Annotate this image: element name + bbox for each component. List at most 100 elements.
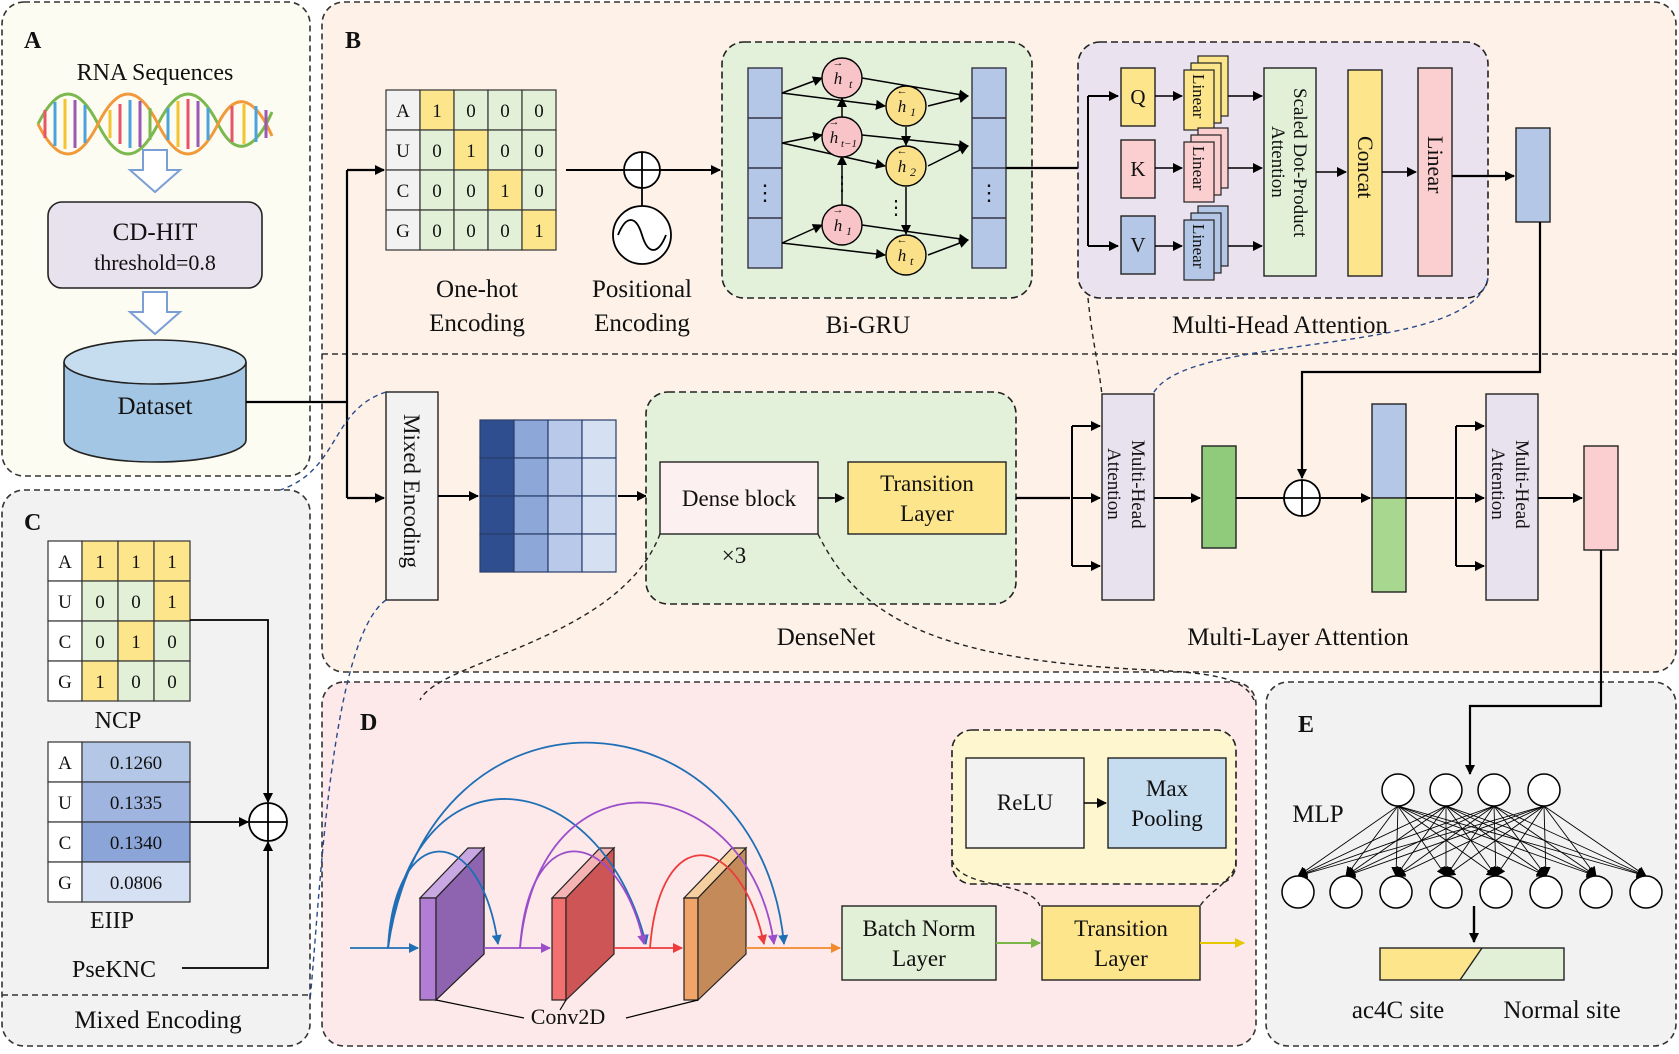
v-label: V — [1130, 233, 1145, 257]
mlp-edge — [1445, 805, 1647, 878]
dataset-label: Dataset — [118, 393, 193, 420]
mlp-edge — [1445, 805, 1545, 877]
transition-layer-d-box — [1041, 905, 1201, 981]
onehot-label-line2: Encoding — [429, 310, 525, 337]
svg-text:1: 1 — [846, 224, 852, 238]
gru-node-ht-bwd: h t ← — [885, 234, 927, 276]
svg-text:1: 1 — [910, 105, 916, 119]
svg-text:h: h — [834, 216, 843, 235]
conv-block-1 — [418, 846, 486, 1002]
onehot-cell — [453, 169, 489, 211]
transition-d-line2: Layer — [1094, 946, 1148, 971]
onehot-row-label: G — [396, 221, 410, 242]
feature-cell — [479, 495, 515, 535]
eiip-label: EIIP — [90, 908, 134, 934]
onehot-cell-value: 0 — [432, 141, 442, 162]
v-box — [1120, 215, 1156, 275]
svg-text:→: → — [833, 57, 844, 69]
onehot-cell-value: 0 — [500, 101, 510, 122]
densenet-zoom-curve-right — [817, 533, 1255, 701]
gru-node-h2-bwd: h 2 ← — [885, 145, 927, 187]
linear-out-label: Linear — [1423, 136, 1448, 194]
mlp-output-node — [1529, 875, 1563, 909]
qkv-branch — [1087, 91, 1119, 251]
mlp-output-node — [1329, 875, 1363, 909]
transition-layer-line2: Layer — [900, 501, 954, 526]
maxpool-box — [1107, 757, 1227, 849]
bigru-label: Bi-GRU — [826, 312, 911, 339]
eiip-cell-value: 0.0806 — [110, 873, 162, 894]
onehot-row-label-cell — [385, 89, 421, 131]
sdpa-box — [1263, 67, 1317, 277]
mha-output-vector — [1515, 127, 1551, 223]
mha-layer-box-2 — [1485, 393, 1539, 601]
feature-cell — [547, 419, 583, 459]
concat-label: Concat — [1353, 136, 1378, 198]
qkv-to-linear-arrows — [1155, 91, 1183, 251]
mixed-encoding-box — [385, 391, 439, 601]
linear-k-stack: Linear — [1183, 127, 1229, 203]
eiip-row-label: C — [59, 833, 72, 854]
sdpa-label-line1: Scaled Dot-Product — [1289, 88, 1310, 238]
svg-text:Linear: Linear — [1189, 146, 1208, 191]
positional-label-line1: Positional — [592, 276, 692, 303]
onehot-cell — [419, 129, 455, 171]
batchnorm-box — [841, 905, 997, 981]
panel-d-letter: D — [360, 710, 377, 736]
ncp-cell-value: 1 — [95, 552, 105, 573]
eiip-cell — [81, 861, 191, 903]
normal-label: Normal site — [1503, 997, 1620, 1024]
ncp-cell — [81, 580, 119, 622]
output-bar — [1379, 947, 1565, 981]
transition-zoom-left — [951, 859, 1041, 907]
bigru-box — [721, 41, 1033, 299]
sine-wave-icon — [612, 205, 672, 265]
ncp-label: NCP — [95, 708, 142, 734]
ncp-cell-value: 1 — [131, 552, 141, 573]
mlp-hidden-node — [1527, 773, 1561, 807]
ncp-cell — [153, 540, 191, 582]
mlp-output-node — [1479, 875, 1513, 909]
ncp-cell-value: 0 — [95, 592, 105, 613]
mlp-edge — [1297, 805, 1545, 879]
eiip-cell-value: 0.1335 — [110, 793, 162, 814]
mha-label: Multi-Head Attention — [1172, 312, 1388, 339]
onehot-cell-value: 0 — [466, 221, 476, 242]
mla2-output-vector — [1583, 445, 1619, 551]
feature-cell — [479, 419, 515, 459]
panel-c-letter: C — [24, 510, 41, 536]
q-box — [1120, 67, 1156, 127]
top-mha-to-plus-connector — [1297, 222, 1542, 479]
mlp-hidden-node — [1381, 773, 1415, 807]
mha-layer-1-line1: Multi-Head — [1127, 440, 1148, 529]
ncp-cell-value: 0 — [131, 592, 141, 613]
svg-text:h: h — [898, 157, 907, 176]
k-box — [1120, 139, 1156, 199]
arrow-down-2-icon — [127, 291, 183, 336]
mlp-output-node — [1429, 875, 1463, 909]
onehot-cell — [487, 89, 523, 131]
ncp-cell — [153, 660, 191, 702]
svg-text:→: → — [833, 204, 844, 216]
dataset-cylinder — [63, 339, 247, 463]
mlp-edge — [1297, 805, 1399, 877]
ncp-cell-value: 1 — [167, 592, 177, 613]
mlp-edge — [1543, 805, 1647, 877]
transition-zoom-right — [1199, 859, 1237, 907]
svg-text:2: 2 — [910, 165, 916, 179]
ncp-cell-value: 0 — [95, 632, 105, 653]
svg-text:←: ← — [897, 145, 908, 157]
conv2d-label: Conv2D — [531, 1004, 606, 1029]
onehot-cell — [487, 209, 523, 251]
mlp-hidden-node — [1429, 773, 1463, 807]
dataset-connector — [246, 165, 385, 503]
mla1-branch — [1071, 421, 1101, 571]
ncp-cell — [81, 660, 119, 702]
linear-q-stack: Linear — [1183, 55, 1229, 131]
onehot-cell-value: 1 — [534, 221, 544, 242]
ncp-cell — [117, 620, 155, 662]
onehot-row-label: A — [396, 101, 410, 122]
mha-layer-box-1 — [1101, 393, 1155, 601]
